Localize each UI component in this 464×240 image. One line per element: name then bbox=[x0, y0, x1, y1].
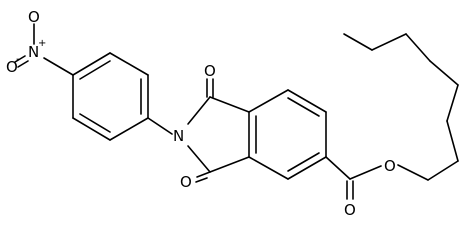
atom-nitro-n: N bbox=[28, 43, 39, 61]
octyl-chain bbox=[343, 33, 459, 181]
atom-nitro-o-minus: O bbox=[6, 58, 18, 76]
charge-plus: + bbox=[38, 38, 46, 49]
charge-minus: - bbox=[16, 54, 20, 65]
atom-imide-n: N bbox=[173, 127, 184, 145]
atom-ester-o-double: O bbox=[344, 201, 356, 219]
ester-group bbox=[325, 156, 382, 200]
imide-ring bbox=[187, 78, 250, 183]
aryl-imide-bond bbox=[147, 117, 173, 135]
atom-nitro-o-double: O bbox=[28, 8, 40, 26]
atom-carbonyl-o-bottom: O bbox=[180, 173, 192, 191]
atom-carbonyl-o-top: O bbox=[204, 62, 216, 80]
nitro-group bbox=[14, 23, 74, 76]
nitrophenyl-ring bbox=[72, 52, 149, 141]
benzo-ring bbox=[248, 89, 327, 180]
structure-canvas: O - N + O N O O O O bbox=[6, 8, 459, 219]
molecule-drawing: O - N + O N O O O O bbox=[6, 8, 459, 219]
atom-ester-o-single: O bbox=[384, 157, 396, 175]
